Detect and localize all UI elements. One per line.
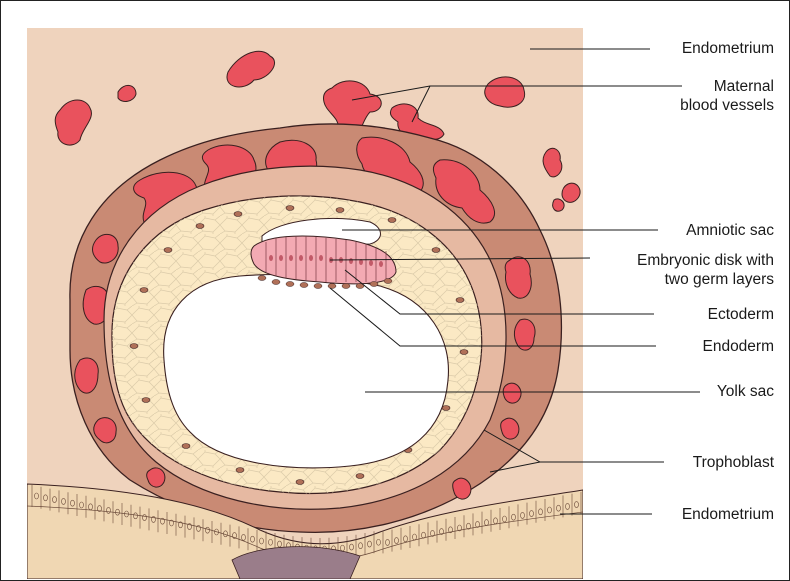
label-trophoblast: Trophoblast: [693, 453, 774, 472]
label-maternal-blood-vessels: Maternal blood vessels: [680, 77, 774, 115]
label-ectoderm: Ectoderm: [708, 305, 774, 324]
label-yolk-sac: Yolk sac: [717, 382, 774, 401]
label-endometrium-bottom: Endometrium: [682, 505, 774, 524]
label-embryonic-line1: Embryonic disk with: [637, 251, 774, 270]
label-maternal-line1: Maternal: [680, 77, 774, 96]
label-endoderm: Endoderm: [702, 337, 774, 356]
label-maternal-line2: blood vessels: [680, 96, 774, 115]
label-embryonic-disk: Embryonic disk with two germ layers: [637, 251, 774, 289]
yolk-sac-cavity: [164, 274, 449, 467]
label-embryonic-line2: two germ layers: [637, 270, 774, 289]
label-endometrium-top: Endometrium: [682, 39, 774, 58]
label-amniotic-sac: Amniotic sac: [686, 221, 774, 240]
